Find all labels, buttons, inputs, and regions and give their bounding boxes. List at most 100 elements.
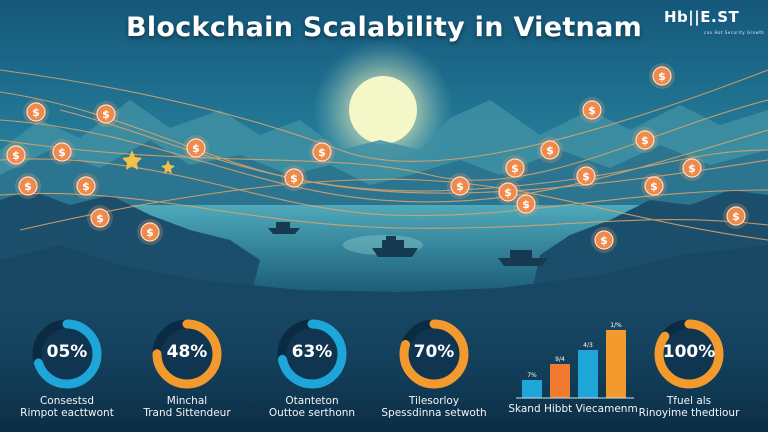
stat-value: 63% — [291, 342, 333, 362]
svg-text:$: $ — [504, 186, 512, 199]
stat-value: 05% — [46, 342, 88, 362]
svg-text:$: $ — [192, 142, 200, 155]
progress-ring — [654, 319, 724, 389]
coin-icon: $ — [632, 127, 658, 153]
svg-text:$: $ — [546, 144, 554, 157]
coin-icon: $ — [495, 179, 521, 205]
star-icon — [122, 150, 175, 174]
svg-text:$: $ — [658, 70, 666, 83]
coin-icon: $ — [73, 173, 99, 199]
stat-label-line: Tfuel als — [666, 395, 712, 407]
logo-tagline: can Hot Security Growth — [704, 30, 765, 35]
coin-icon: $ — [15, 173, 41, 199]
bar-value-label: 1/% — [610, 322, 622, 329]
coin-icon: $ — [49, 139, 75, 165]
progress-ring — [399, 319, 469, 389]
boat-icon — [498, 250, 548, 266]
stat-label-line: Tilesorloy — [408, 395, 460, 407]
bar-value-label: 7% — [527, 372, 537, 379]
coin-icon: $ — [641, 173, 667, 199]
bar — [606, 330, 626, 398]
coin-icon: $ — [447, 173, 473, 199]
stat-value: 48% — [166, 342, 208, 362]
boat-icon — [372, 236, 418, 257]
stat-value: 100% — [662, 342, 716, 362]
stat-label-line: Rinoyime thedtiour — [638, 407, 740, 419]
svg-text:$: $ — [732, 210, 740, 223]
coin-icon: $ — [137, 219, 163, 245]
svg-text:$: $ — [318, 146, 326, 159]
coin-icon: $ — [93, 101, 119, 127]
svg-text:$: $ — [650, 180, 658, 193]
stat-label-line: Rimpot eacttwont — [20, 407, 114, 419]
coin-icon: $ — [537, 137, 563, 163]
stat-label-line: Trand Sittendeur — [143, 407, 231, 419]
svg-text:$: $ — [82, 180, 90, 193]
svg-text:$: $ — [96, 212, 104, 225]
coin-icon: $ — [649, 63, 675, 89]
coin-icon: $ — [23, 99, 49, 125]
svg-text:$: $ — [641, 134, 649, 147]
stat-label-line: Spessdinna setwoth — [381, 407, 487, 419]
progress-ring-fill — [654, 319, 724, 389]
progress-ring-fill — [152, 319, 222, 389]
svg-text:$: $ — [146, 226, 154, 239]
stat-label-line: Outtoe serthonn — [268, 407, 356, 419]
coin-icon: $ — [502, 155, 528, 181]
svg-text:$: $ — [600, 234, 608, 247]
coin-icon: $ — [573, 163, 599, 189]
coin-icon: $ — [723, 203, 749, 229]
bar-chart-widget: 7% 9/4 4/3 1/% Skand Hibbt Viecamenm — [506, 318, 640, 424]
stat-label-line: Consestsd — [39, 395, 95, 407]
progress-ring-fill — [32, 319, 102, 389]
coin-icon: $ — [513, 191, 539, 217]
bar-chart: 7% 9/4 4/3 1/% — [516, 322, 634, 399]
svg-text:$: $ — [12, 149, 20, 162]
logo-text: Hb||E.ST — [664, 8, 740, 26]
coin-icon: $ — [183, 135, 209, 161]
moon — [349, 76, 417, 144]
svg-text:$: $ — [58, 146, 66, 159]
brand-logo[interactable]: Hb||E.ST can Hot Security Growth — [664, 8, 764, 35]
coin-icon: $ — [281, 165, 307, 191]
bar — [578, 350, 598, 398]
bar-value-label: 9/4 — [555, 356, 565, 363]
svg-text:$: $ — [511, 162, 519, 175]
progress-ring-fill — [399, 319, 469, 389]
progress-ring — [277, 319, 347, 389]
coin-icon: $ — [87, 205, 113, 231]
svg-text:$: $ — [290, 172, 298, 185]
svg-text:$: $ — [588, 104, 596, 117]
svg-text:$: $ — [24, 180, 32, 193]
boat-icon — [268, 222, 300, 234]
stat-value: 70% — [413, 342, 455, 362]
coin-icon: $ — [3, 142, 29, 168]
progress-ring — [32, 319, 102, 389]
svg-text:$: $ — [688, 162, 696, 175]
bar — [550, 364, 570, 398]
bar-chart-label: Skand Hibbt Viecamenm — [508, 403, 638, 415]
svg-text:$: $ — [582, 170, 590, 183]
svg-text:$: $ — [102, 108, 110, 121]
svg-text:$: $ — [456, 180, 464, 193]
svg-text:$: $ — [522, 198, 530, 211]
coin-icon: $ — [591, 227, 617, 253]
bar-value-label: 4/3 — [583, 342, 593, 349]
coin-icon: $ — [679, 155, 705, 181]
bar — [522, 380, 542, 398]
progress-ring — [152, 319, 222, 389]
svg-text:$: $ — [32, 106, 40, 119]
stat-label-line: Otanteton — [285, 395, 339, 407]
coin-icon: $ — [309, 139, 335, 165]
progress-ring-fill — [277, 319, 347, 389]
